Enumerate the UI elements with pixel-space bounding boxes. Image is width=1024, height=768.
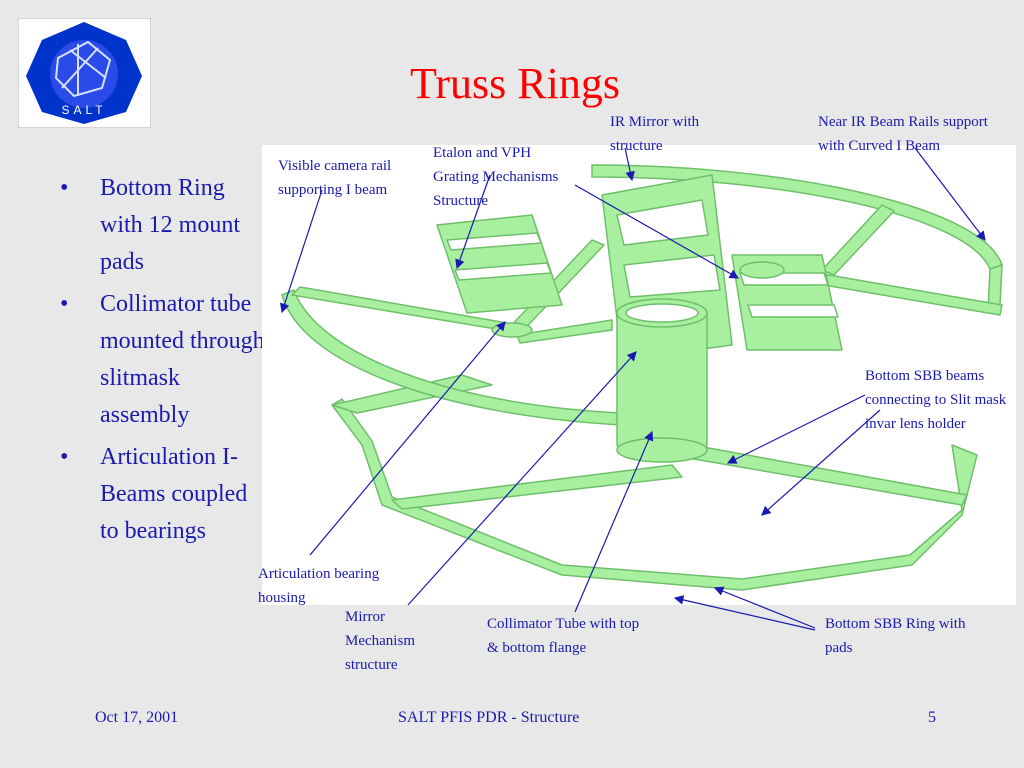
- callout-bottom-sbb-beams: Bottom SBB beams connecting to Slit mask…: [865, 368, 1007, 432]
- bullet-item: Collimator tube mounted through slitmask…: [60, 286, 265, 434]
- callout-ir-mirror: IR Mirror with structure: [610, 114, 700, 154]
- logo-text: SALT: [61, 103, 106, 117]
- callout-articulation: Articulation bearing housing: [258, 566, 380, 606]
- bullet-item: Articulation I-Beams coupled to bearings: [60, 439, 265, 550]
- callout-near-ir: Near IR Beam Rails support with Curved I…: [818, 114, 988, 154]
- slide-title: Truss Rings: [410, 59, 620, 108]
- callout-mirror-mechanism: Mirror Mechanism structure: [345, 609, 415, 673]
- footer-center-text: SALT PFIS PDR - Structure: [398, 709, 580, 726]
- bullet-list: Bottom Ring with 12 mount pads Collimato…: [60, 170, 265, 555]
- footer-date: Oct 17, 2001: [95, 709, 179, 726]
- salt-logo: SALT: [17, 17, 152, 129]
- callout-visible-camera: Visible camera rail supporting I beam: [278, 158, 392, 198]
- callout-collimator: Collimator Tube with top & bottom flange: [487, 616, 640, 656]
- page-number: 5: [928, 709, 936, 726]
- bullet-item: Bottom Ring with 12 mount pads: [60, 170, 265, 281]
- callout-bottom-sbb-ring: Bottom SBB Ring with pads: [825, 616, 966, 656]
- callout-etalon: Etalon and VPH Grating Mechanisms Struct…: [433, 145, 559, 209]
